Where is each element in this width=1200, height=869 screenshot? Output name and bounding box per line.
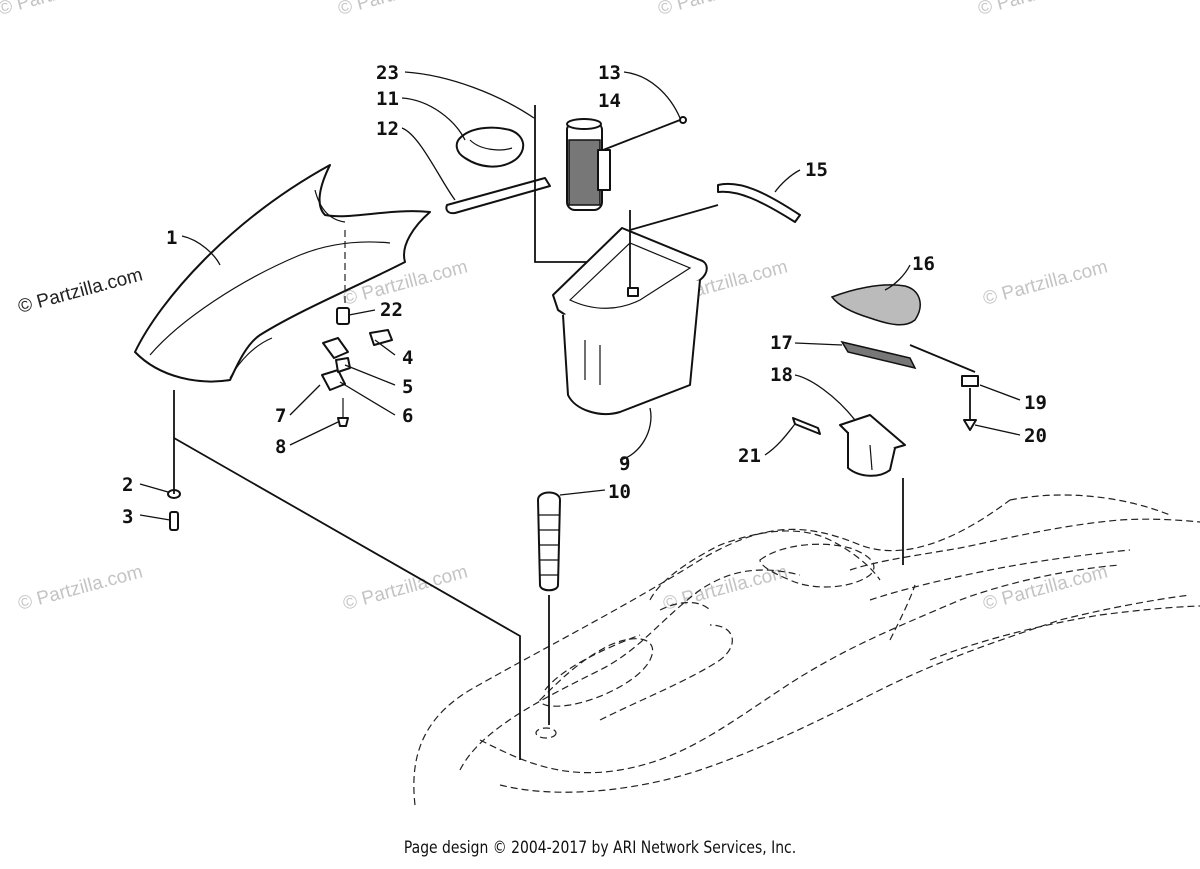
- callout-8: 8: [275, 436, 286, 458]
- callout-3: 3: [122, 506, 133, 528]
- callout-14: 14: [598, 90, 621, 112]
- watermark: © Partzilla.com: [16, 561, 145, 614]
- watermark: © Partzilla.com: [656, 0, 785, 20]
- callout-2: 2: [122, 474, 133, 496]
- watermark: © Partzilla.com: [0, 0, 125, 20]
- tool-kit-part: [445, 105, 598, 263]
- watermark: © Partzilla.com: [981, 561, 1110, 614]
- callout-16: 16: [912, 253, 935, 275]
- callout-12: 12: [376, 118, 399, 140]
- bottle-part: [566, 116, 687, 211]
- callout-7: 7: [275, 405, 286, 427]
- strap-part: [629, 182, 801, 231]
- callout-15: 15: [805, 159, 828, 181]
- callout-4: 4: [402, 347, 413, 369]
- hood-hardware: [167, 307, 521, 760]
- watermark: © Partzilla.com: [981, 256, 1110, 309]
- seat-pad-part: [830, 284, 921, 326]
- grip-part: [537, 491, 561, 725]
- leader-lines: [139, 71, 1021, 521]
- callout-18: 18: [770, 364, 793, 386]
- callout-21: 21: [738, 445, 761, 467]
- watermark: © Partzilla.com: [336, 0, 465, 20]
- callout-13: 13: [598, 62, 621, 84]
- fasteners-part: [961, 375, 979, 431]
- callout-23: 23: [376, 62, 399, 84]
- callout-20: 20: [1024, 425, 1047, 447]
- callout-10: 10: [608, 481, 631, 503]
- hood-part: [134, 164, 431, 383]
- callout-5: 5: [402, 376, 413, 398]
- callout-1: 1: [166, 227, 177, 249]
- callout-19: 19: [1024, 392, 1047, 414]
- callout-22: 22: [380, 299, 403, 321]
- callout-17: 17: [770, 332, 793, 354]
- callout-11: 11: [376, 88, 399, 110]
- callouts: 1 2 3 4 5 6 7 8 9 10 11 12 13 14 15 16 1…: [122, 62, 1047, 528]
- chassis-outline: [413, 494, 1200, 806]
- watermark: © Partzilla.com: [976, 0, 1105, 20]
- callout-6: 6: [402, 405, 413, 427]
- small-bin-part: [792, 414, 906, 565]
- watermark: © Partzilla.com: [16, 264, 145, 317]
- footer-copyright: Page design © 2004-2017 by ARI Network S…: [403, 838, 797, 858]
- bracket-part: [840, 340, 976, 373]
- callout-9: 9: [619, 453, 630, 475]
- storage-bin-part: [552, 210, 708, 415]
